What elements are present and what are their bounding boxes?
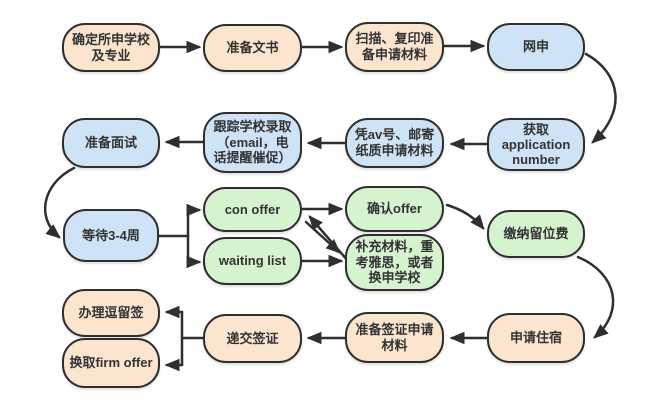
node-school-major-label: 确定所申学校及专业 (71, 31, 150, 63)
node-supplement-materials: 补充材料，重考雅思，或者换申学校 (345, 234, 444, 291)
node-track-admission: 跟踪学校录取（email，电话提醒催促） (203, 112, 302, 173)
node-waiting-list: waiting list (203, 237, 302, 285)
node-firm-offer-label: 换取firm offer (69, 355, 153, 371)
node-visa-materials: 准备签证申请材料 (345, 312, 444, 363)
node-scan-copy-materials-label: 扫描、复印准备申请材料 (355, 31, 434, 62)
node-online-application-label: 网申 (522, 39, 549, 55)
node-stay-visa-label: 办理逗留签 (78, 305, 144, 321)
node-prepare-documents-label: 准备文书 (226, 40, 279, 56)
node-con-offer: con offer (203, 187, 302, 232)
arrow-con-supp (304, 220, 341, 254)
node-apply-housing: 申请住宿 (487, 313, 585, 363)
node-apply-housing-label: 申请住宿 (509, 330, 562, 346)
node-pay-deposit: 缴纳留位费 (487, 210, 585, 258)
node-confirm-offer-label: 确认offer (367, 201, 422, 217)
node-application-number: 获取 application number (487, 118, 585, 171)
node-visa-materials-label: 准备签证申请材料 (355, 321, 434, 353)
node-track-admission-label: 跟踪学校录取（email，电话提醒催促） (213, 118, 292, 166)
arrow-interview-wait (44, 166, 76, 239)
node-school-major: 确定所申学校及专业 (62, 23, 160, 72)
node-confirm-offer: 确认offer (345, 186, 444, 232)
node-supplement-materials-label: 补充材料，重考雅思，或者换申学校 (355, 239, 434, 286)
arrow-supp-con (308, 215, 350, 263)
node-mail-paper-materials: 凭av号、邮寄纸质申请材料 (345, 118, 444, 168)
node-prepare-documents: 准备文书 (203, 24, 302, 72)
node-con-offer-label: con offer (224, 201, 281, 217)
node-firm-offer: 换取firm offer (62, 338, 160, 388)
node-waiting-list-label: waiting list (218, 253, 287, 269)
node-mail-paper-materials-label: 凭av号、邮寄纸质申请材料 (354, 127, 435, 158)
node-prepare-interview: 准备面试 (62, 118, 160, 168)
node-application-number-label: 获取 application number (501, 121, 571, 168)
arrow-deposit-housing (576, 255, 615, 339)
node-submit-visa: 递交签证 (203, 314, 302, 363)
node-online-application: 网申 (487, 23, 585, 71)
node-stay-visa: 办理逗留签 (62, 289, 160, 337)
arrow-confirm-deposit (445, 203, 485, 230)
node-wait-3-4-weeks-label: 等待3-4周 (82, 227, 140, 243)
arrow-online-appnum (584, 52, 617, 144)
node-wait-3-4-weeks: 等待3-4周 (63, 209, 159, 262)
node-submit-visa-label: 递交签证 (226, 330, 279, 346)
node-prepare-interview-label: 准备面试 (84, 135, 137, 151)
node-pay-deposit-label: 缴纳留位费 (503, 226, 569, 242)
node-scan-copy-materials: 扫描、复印准备申请材料 (345, 22, 444, 72)
